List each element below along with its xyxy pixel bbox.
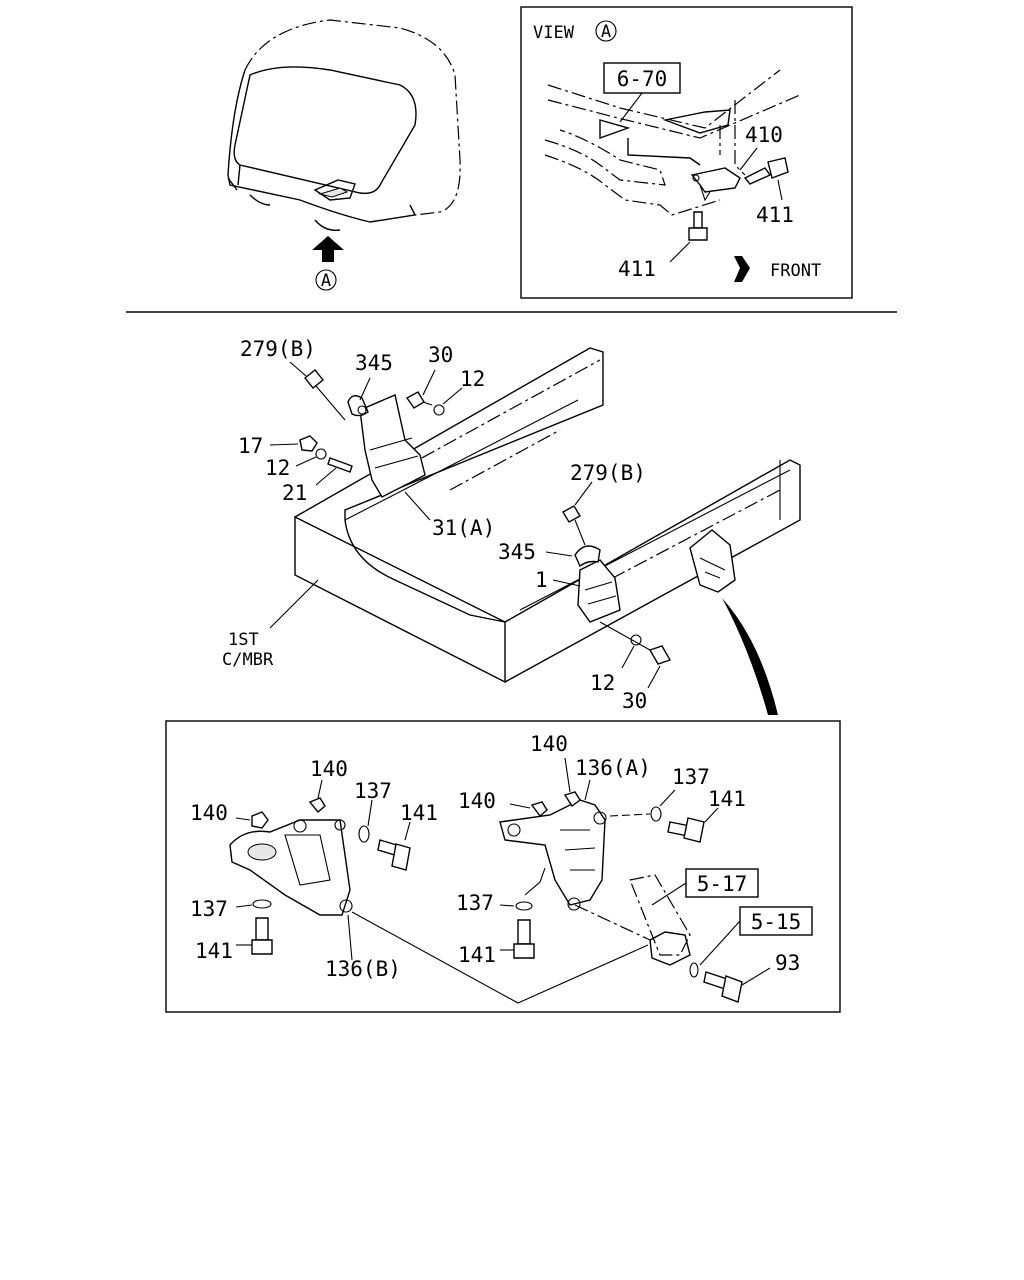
label-12-mid: 12: [265, 456, 290, 480]
detail-panel: 140 140 137 141 137 141 136(B): [165, 720, 841, 1013]
label-30-bottom: 30: [622, 689, 647, 713]
label-279b-left: 279(B): [240, 337, 316, 361]
label-136a: 136(A): [575, 756, 651, 780]
member-label-line1: 1ST: [228, 630, 259, 650]
ref-box-5-17-label: 5-17: [697, 872, 748, 896]
label-12-top: 12: [460, 367, 485, 391]
view-marker-letter: A: [321, 271, 331, 291]
label-30-top: 30: [428, 343, 453, 367]
label-137-left-bottom: 137: [190, 897, 228, 921]
label-140-right-top: 140: [530, 732, 568, 756]
label-137-left-top: 137: [354, 779, 392, 803]
label-137-right-bottom: 137: [456, 891, 494, 915]
label-345-left: 345: [355, 351, 393, 375]
label-140-top: 140: [310, 757, 348, 781]
frame-assembly: 1ST C/MBR 279(B) 345 30 12 17 12: [222, 337, 801, 715]
view-marker-circle: [315, 269, 337, 291]
label-31a: 31(A): [432, 516, 495, 540]
label-17: 17: [238, 434, 263, 458]
ref-box-5-15-label: 5-15: [751, 910, 802, 934]
view-title-marker-circle: [595, 20, 617, 42]
label-141-left-top: 141: [400, 801, 438, 825]
label-141-right-top: 141: [708, 787, 746, 811]
label-411-bottom: 411: [618, 257, 656, 281]
label-137-right-top: 137: [672, 765, 710, 789]
front-arrow-icon: [734, 256, 750, 282]
view-a-panel: VIEW A 6-70 410 411 411 FRONT: [520, 6, 853, 299]
front-label: FRONT: [770, 261, 821, 281]
label-1: 1: [535, 568, 548, 592]
arrow-up-icon: [312, 236, 344, 262]
label-140-right-left: 140: [458, 789, 496, 813]
label-141-left-bottom: 141: [195, 939, 233, 963]
view-title-marker-letter: A: [601, 22, 611, 42]
label-21: 21: [282, 481, 307, 505]
cab-illustration: A: [227, 19, 461, 291]
member-label-line2: C/MBR: [222, 650, 274, 670]
label-136b: 136(B): [325, 957, 401, 981]
label-411-right: 411: [756, 203, 794, 227]
label-410: 410: [745, 123, 783, 147]
label-279b-right: 279(B): [570, 461, 646, 485]
label-12-bottom: 12: [590, 671, 615, 695]
label-93: 93: [775, 951, 800, 975]
ref-box-6-70-label: 6-70: [617, 67, 668, 91]
label-141-right-bottom: 141: [458, 943, 496, 967]
label-140-left: 140: [190, 801, 228, 825]
view-panel-title: VIEW: [533, 23, 575, 43]
label-345-right: 345: [498, 540, 536, 564]
